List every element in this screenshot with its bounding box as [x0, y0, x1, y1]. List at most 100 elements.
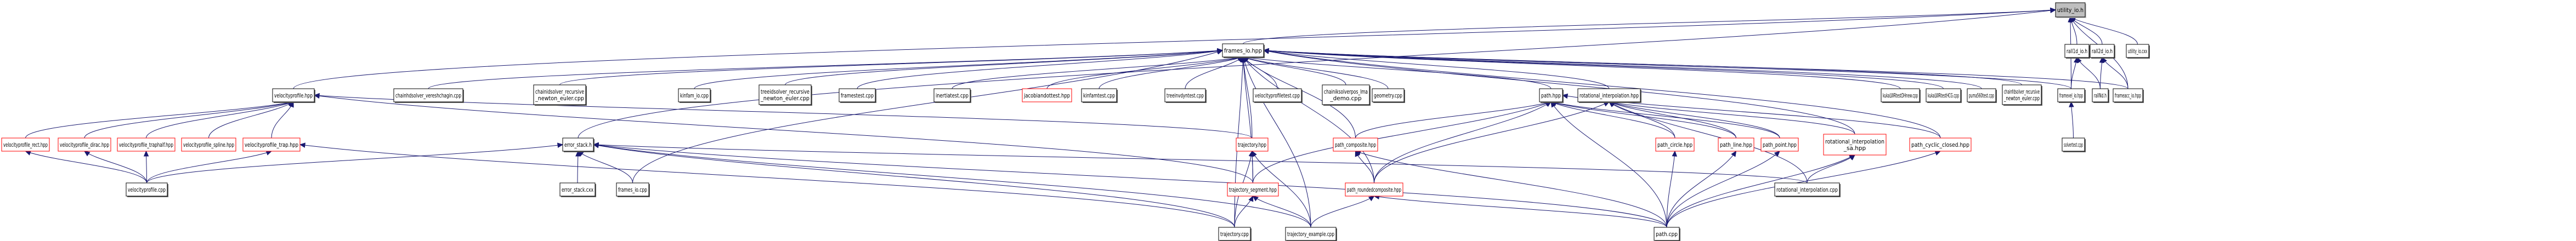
node-velocityprofile-dirac-hpp[interactable]: velocityprofile_dirac.hpp	[58, 137, 111, 152]
node-kinfam-io-cpp[interactable]: kinfam_io.cpp	[678, 88, 711, 103]
edge-chainiksolverpos_lma_demo_cpp-to-frames_io_hpp	[1243, 56, 1346, 85]
node-path-circle-hpp[interactable]: path_circle.hpp	[1655, 137, 1695, 152]
edge-path_cpp-to-path_line_hpp	[1666, 151, 1736, 228]
node-velocityprofile-rect-hpp[interactable]: velocityprofile_rect.hpp	[1, 137, 50, 152]
node-label: chainiksolverpos_lma	[1324, 89, 1368, 95]
node-rotational-interpolation-sa-hpp[interactable]: rotational_interpolation_sa.hpp	[1823, 134, 1887, 156]
node-rotational-interpolation-cpp[interactable]: rotational_interpolation.cpp	[1774, 182, 1841, 197]
arrowhead-icon	[2069, 101, 2074, 107]
node-box	[117, 137, 175, 152]
edge-framevel_io_hpp-to-frames_io_hpp	[1263, 50, 2071, 89]
edge-velocityprofile_cpp-to-velocityprofile_trap_hpp	[146, 151, 272, 183]
edge-path_line_hpp-to-rotational_interpolation_hpp	[1609, 101, 1736, 139]
node-label: trajectory_segment.hpp	[1229, 187, 1277, 193]
node-label: rallNd.h	[2094, 93, 2107, 99]
edge-utility_io_cxx-to-utility_io_h	[2070, 16, 2138, 45]
node-path-roundedcomposite-hpp[interactable]: path_roundedcomposite.hpp	[1345, 182, 1403, 197]
node-path-line-hpp[interactable]: path_line.hpp	[1718, 137, 1754, 152]
node-error-stack-cxx[interactable]: error_stack.cxx	[559, 182, 596, 197]
node-velocityprofile-traphalf-hpp[interactable]: velocityprofile_traphalf.hpp	[117, 137, 175, 152]
node-chainhdsolver-vereshchagin-cpp[interactable]: chainhdsolver_vereshchagin.cpp	[393, 88, 464, 103]
edge-velocityprofile_rect_hpp-to-velocityprofile_hpp	[25, 101, 294, 139]
node-velocityprofile-cpp[interactable]: velocityprofile.cpp	[126, 182, 168, 197]
edge-path_circle_hpp-to-rotational_interpolation_hpp	[1609, 101, 1675, 139]
node-label: chainhdsolver_vereshchagin.cpp	[395, 93, 461, 99]
node-trajectory-example-cpp[interactable]: trajectory_example.cpp	[1285, 227, 1337, 241]
node-box	[2064, 44, 2090, 58]
node-rotational-interpolation-hpp[interactable]: rotational_interpolation.hpp	[1577, 88, 1641, 103]
edge-trajectory_segment_hpp-to-path_hpp	[1253, 101, 1552, 183]
node-velocityprofile-spline-hpp[interactable]: velocityprofile_spline.hpp	[181, 137, 236, 152]
node-label: inertiatest.cpp	[936, 93, 969, 99]
node-path-point-hpp[interactable]: path_point.hpp	[1760, 137, 1799, 152]
node-kukaLWRtestDHnew-cpp[interactable]: kukaLWRtestDHnew.cpp	[1881, 88, 1921, 103]
node-box	[2092, 88, 2109, 102]
node-box	[2062, 137, 2085, 152]
node-error-stack-h[interactable]: error_stack.h	[562, 137, 595, 152]
node-jacobiandottest-hpp[interactable]: jacobiandottest.hpp	[1022, 88, 1072, 102]
edge-chainhdsolver_vereshchagin_cpp-to-frames_io_hpp	[428, 50, 1223, 89]
node-box	[2057, 88, 2085, 102]
node-geometry-cpp[interactable]: geometry.cpp	[1372, 88, 1405, 103]
edge-path_circle_hpp-to-path_hpp	[1550, 101, 1675, 139]
node-utility-io-h: utility_io.h	[2055, 2, 2086, 18]
node-label: path_composite.hpp	[1335, 142, 1376, 148]
node-trajectory-segment-hpp[interactable]: trajectory_segment.hpp	[1227, 182, 1279, 197]
node-label: rall1d_io.h	[2067, 48, 2087, 55]
node-velocityprofile-hpp[interactable]: velocityprofile.hpp	[272, 88, 315, 103]
node-velocityprofiletest-cpp[interactable]: velocityprofiletest.cpp	[1253, 88, 1303, 103]
node-path-cyclic-closed-hpp[interactable]: path_cyclic_closed.hpp	[1909, 137, 1972, 152]
node-label: velocityprofile.hpp	[274, 93, 313, 99]
node-kukaLWRtestHCG-cpp[interactable]: kukaLWRtestHCG.cpp	[1926, 88, 1962, 103]
arrowhead-icon	[299, 142, 306, 148]
node-inertiatest-cpp[interactable]: inertiatest.cpp	[933, 88, 971, 103]
node-label: velocityprofile_traphalf.hpp	[119, 142, 173, 148]
node-rallNd-h[interactable]: rallNd.h	[2092, 88, 2109, 103]
edge-trajectory_example_cpp-to-error_stack_h	[593, 144, 1311, 228]
node-framestest-cpp[interactable]: framestest.cpp	[839, 88, 876, 103]
arrowhead-icon	[313, 93, 320, 99]
node-puma560test-cpp[interactable]: puma560test.cpp	[1967, 88, 1997, 103]
node-rall2d-io-h[interactable]: rall2d_io.h	[2090, 44, 2115, 59]
node-frameacc-io-hpp[interactable]: frameacc_io.hpp	[2113, 88, 2144, 103]
node-path-composite-hpp[interactable]: path_composite.hpp	[1333, 137, 1378, 152]
node-chainfdsolver-rne-cpp[interactable]: chainfdsolver_recursive_newton_euler.cpp	[2002, 84, 2042, 106]
node-box	[1236, 137, 1269, 152]
node-frames-io-hpp[interactable]: frames_io.hpp	[1222, 43, 1265, 58]
edge-trajectory_example_cpp-to-path_roundedcomposite_hpp	[1310, 196, 1374, 228]
node-rall1d-io-h[interactable]: rall1d_io.h	[2064, 44, 2090, 59]
node-label: path_line.hpp	[1720, 142, 1752, 148]
node-box	[1, 137, 50, 152]
node-framevel-io-hpp[interactable]: framevel_io.hpp	[2057, 88, 2086, 103]
node-label: framevel_io.hpp	[2059, 93, 2083, 99]
node-solvertest-cpp[interactable]: solvertest.cpp	[2062, 137, 2086, 152]
node-path-hpp[interactable]: path.hpp	[1539, 88, 1564, 103]
edge-velocityprofile_cpp-to-velocityprofile_rect_hpp	[25, 151, 147, 183]
edge-path_point_hpp-to-path_hpp	[1550, 101, 1780, 139]
node-velocityprofile-trap-hpp[interactable]: velocityprofile_trap.hpp	[242, 137, 301, 152]
arrowhead-icon	[288, 101, 294, 108]
node-utility-io-cxx[interactable]: utility_io.cxx	[2126, 44, 2150, 59]
node-label: utility_io.h	[2057, 7, 2084, 14]
node-trajectory-hpp[interactable]: trajectory.hpp	[1236, 137, 1269, 152]
edge-frames_io_cpp-to-frames_io_hpp	[632, 50, 1223, 183]
node-trajectory-cpp[interactable]: trajectory.cpp	[1218, 227, 1252, 241]
node-label: path_point.hpp	[1763, 142, 1797, 148]
edge-path_point_hpp-to-rotational_interpolation_hpp	[1609, 101, 1780, 139]
node-treeinvdyntest-cpp[interactable]: treeinvdyntest.cpp	[1164, 88, 1207, 103]
arrowhead-icon	[1934, 151, 1941, 156]
node-label: path.hpp	[1541, 93, 1561, 99]
node-frames-io-cpp[interactable]: frames_io.cpp	[616, 182, 650, 197]
arrowhead-icon	[592, 142, 599, 148]
node-box	[2090, 44, 2115, 58]
node-label: trajectory_example.cpp	[1287, 231, 1334, 238]
node-box	[616, 182, 649, 197]
node-chainiksolverpos-lma-demo-cpp[interactable]: chainiksolverpos_lma_demo.cpp	[1322, 84, 1371, 106]
edge-path_composite_hpp-to-frames_io_hpp	[1243, 56, 1356, 139]
node-path-cpp[interactable]: path.cpp	[1654, 227, 1680, 241]
node-kinfamtest-cpp[interactable]: kinfamtest.cpp	[1081, 88, 1118, 103]
edge-velocityprofile_traphalf_hpp-to-velocityprofile_hpp	[146, 101, 294, 139]
node-chainidsolver-rne-cpp[interactable]: chainidsolver_recursive_newton_euler.cpp	[533, 84, 587, 106]
node-treeidsolver-rne-cpp[interactable]: treeidsolver_recursive_newton_euler.cpp	[758, 84, 812, 106]
